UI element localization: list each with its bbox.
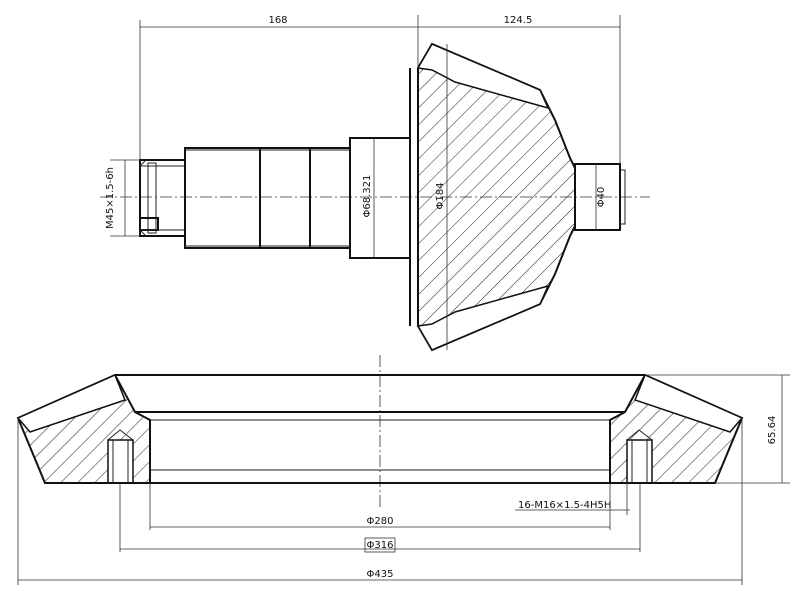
dim-thread: M45×1.5-6h [105, 167, 116, 229]
bevel-gear-head [409, 42, 576, 352]
top-dimensions [110, 15, 621, 350]
dim-len-left: 168 [268, 15, 287, 26]
small-end-stub [574, 163, 626, 231]
bolt-hole-left [107, 439, 134, 484]
ring-gear-view [16, 355, 790, 585]
pinion-shaft-view [100, 15, 650, 352]
dim-outer: Φ435 [367, 569, 394, 580]
bottom-dimensions [17, 374, 790, 585]
dim-bolt-circle: Φ316 [367, 540, 394, 551]
dim-gear-dia: Φ184 [435, 183, 446, 210]
dim-height: 65.64 [767, 416, 778, 445]
threaded-end [139, 159, 186, 237]
dim-inner: Φ280 [367, 516, 394, 527]
ring-body [45, 374, 715, 484]
dim-end-dia: Φ40 [596, 187, 607, 208]
bolt-hole-right [626, 439, 653, 484]
dim-holes: 16-M16×1.5-4H5H [518, 500, 611, 511]
shaft-body [184, 137, 411, 259]
dim-len-right: 124.5 [504, 15, 533, 26]
dim-shaft-dia: Φ68.321 [362, 175, 373, 218]
